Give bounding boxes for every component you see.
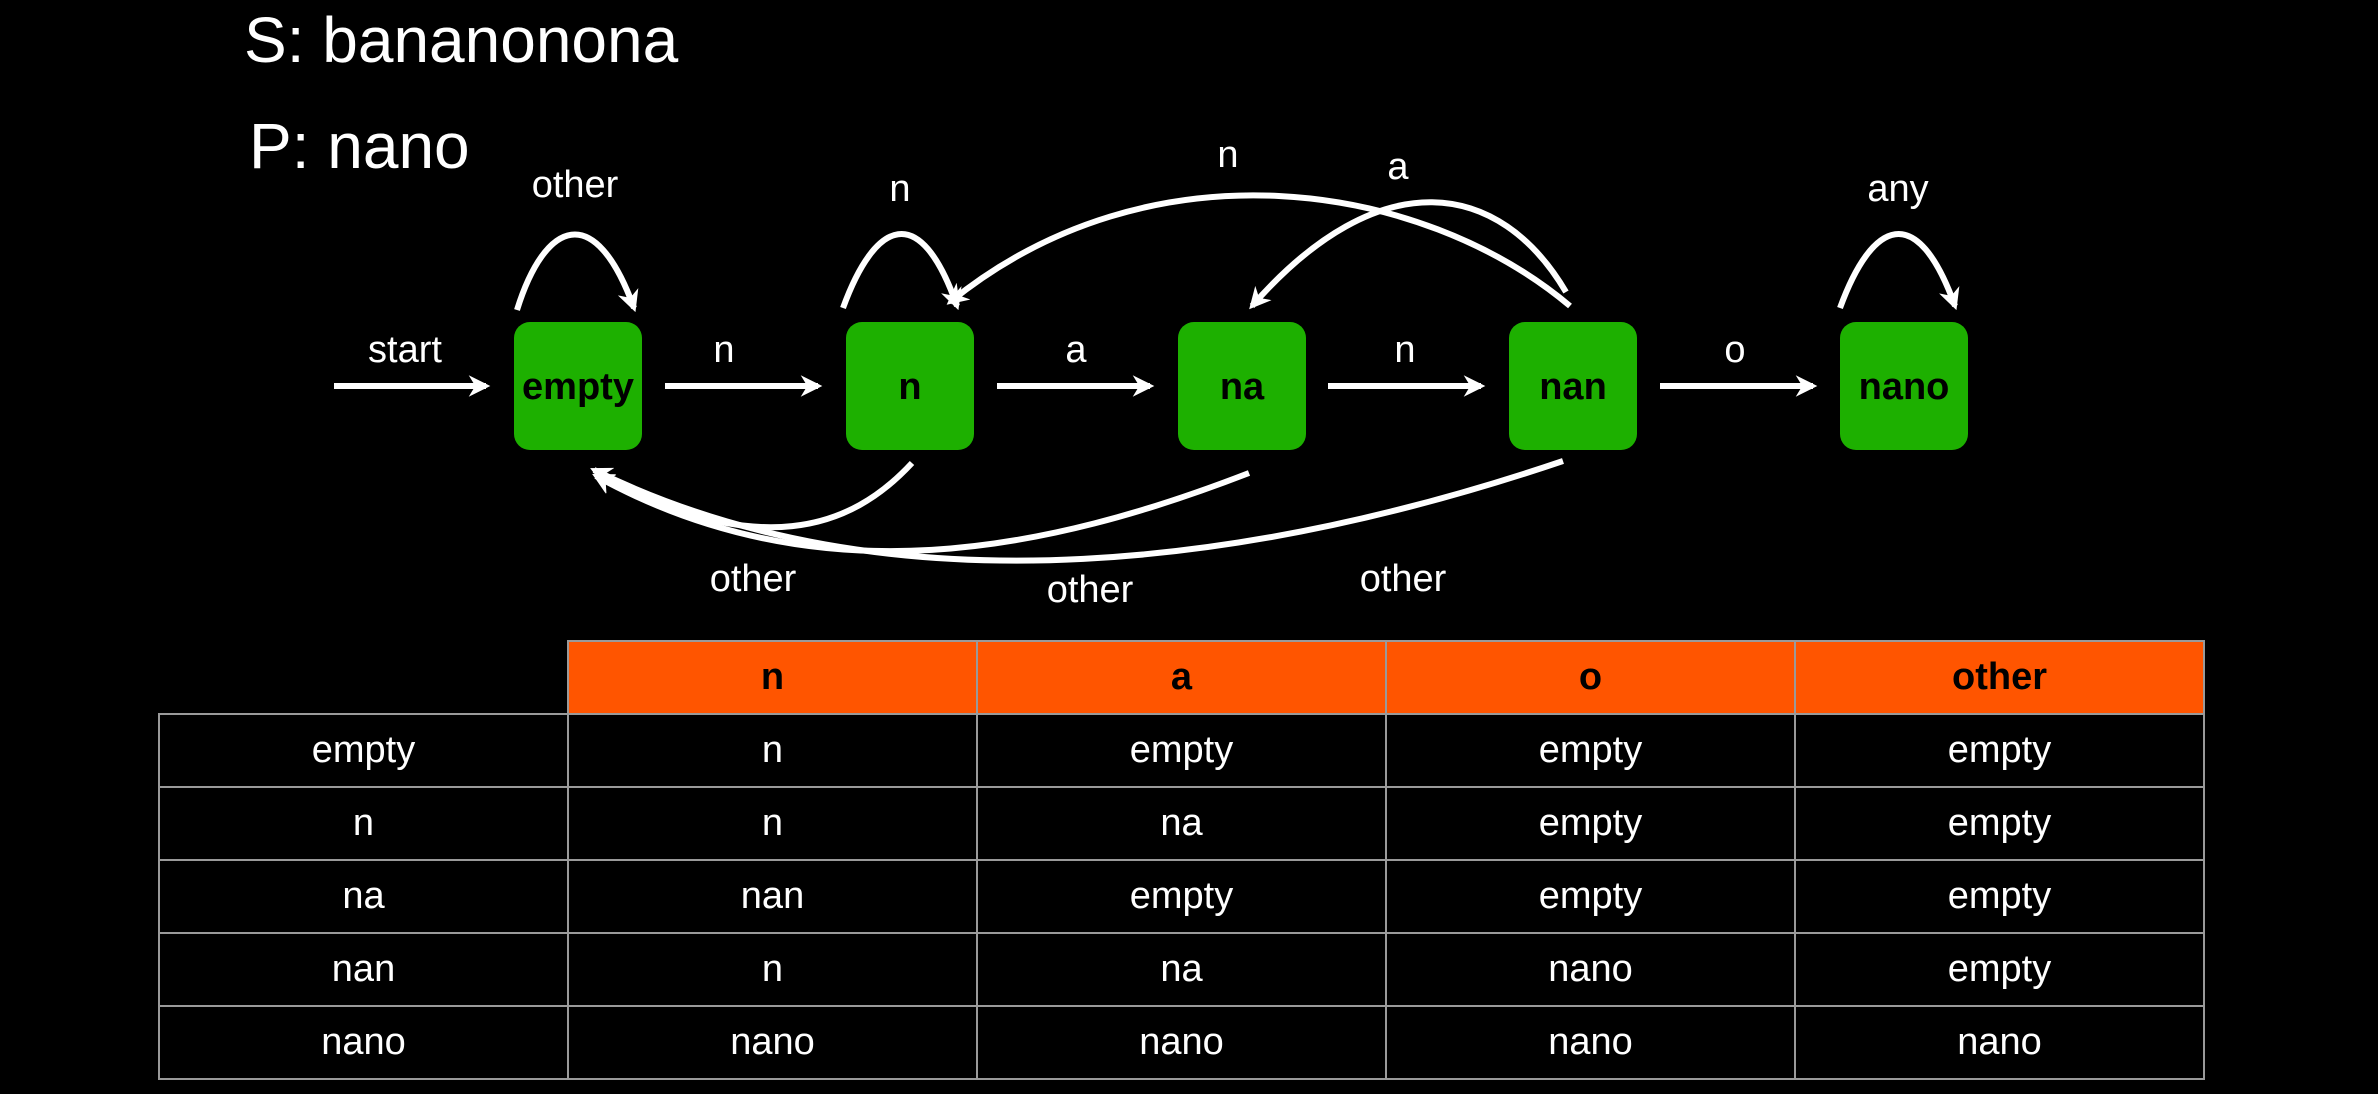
start-label: start: [368, 329, 442, 371]
column-header: o: [1385, 640, 1796, 715]
table-header-row: n a o other: [159, 640, 2205, 715]
table-cell: empty: [1794, 786, 2205, 861]
transition-label: n: [713, 329, 734, 371]
state-label: nan: [1539, 366, 1607, 408]
table-cell: nano: [1385, 932, 1796, 1007]
table-cell: nano: [567, 1005, 978, 1080]
transition-nan-to-na: a: [1249, 146, 1569, 310]
start-arrow: start: [334, 329, 491, 397]
state-node-empty: empty: [514, 322, 642, 450]
transition-label: other: [1360, 558, 1447, 600]
table-cell: na: [976, 932, 1387, 1007]
pattern-label: P: nano: [249, 110, 470, 182]
transition-nan-to-empty: other: [590, 458, 1564, 600]
self-loop-nano: any: [1837, 168, 1960, 311]
column-header: n: [567, 640, 978, 715]
self-loop-n: n: [840, 168, 962, 311]
row-state-cell: empty: [158, 713, 569, 788]
state-label: nano: [1859, 366, 1950, 408]
table-cell: n: [567, 786, 978, 861]
row-state-cell: nan: [158, 932, 569, 1007]
table-cell: nan: [567, 859, 978, 934]
transition-label: n: [889, 168, 910, 210]
table-cell: empty: [1794, 713, 2205, 788]
row-state-cell: na: [158, 859, 569, 934]
state-label: n: [898, 366, 921, 408]
table-cell: na: [976, 786, 1387, 861]
state-label: na: [1220, 366, 1265, 408]
table-cell: empty: [1794, 932, 2205, 1007]
table-cell: n: [567, 713, 978, 788]
state-node-na: na: [1178, 322, 1306, 450]
transition-table: n a o other empty n empty empty empty n …: [158, 640, 2205, 1080]
state-label: empty: [522, 366, 634, 408]
self-loop-empty: other: [514, 164, 639, 313]
transition-na-to-nan: n: [1328, 329, 1486, 397]
table-row: na nan empty empty empty: [158, 859, 2205, 934]
table-cell: empty: [1385, 859, 1796, 934]
transition-label: n: [1394, 329, 1415, 371]
transition-label: o: [1724, 329, 1745, 371]
transition-n-to-na: a: [997, 329, 1155, 397]
search-string-label: S: bananonona: [244, 4, 679, 76]
table-cell: empty: [976, 859, 1387, 934]
table-cell: empty: [1794, 859, 2205, 934]
row-state-cell: n: [158, 786, 569, 861]
table-cell: empty: [976, 713, 1387, 788]
row-state-cell: nano: [158, 1005, 569, 1080]
transition-label: other: [710, 558, 797, 600]
transition-label: n: [1217, 134, 1238, 176]
transition-label: other: [532, 164, 619, 206]
table-row: nan n na nano empty: [158, 932, 2205, 1007]
table-row: empty n empty empty empty: [158, 713, 2205, 788]
state-node-n: n: [846, 322, 974, 450]
table-cell: nano: [976, 1005, 1387, 1080]
transition-label: other: [1047, 569, 1134, 611]
transition-empty-to-n: n: [665, 329, 823, 397]
table-cell: empty: [1385, 713, 1796, 788]
transition-label: a: [1387, 146, 1409, 188]
table-row: nano nano nano nano nano: [158, 1005, 2205, 1080]
table-cell: empty: [1385, 786, 1796, 861]
state-node-nan: nan: [1509, 322, 1637, 450]
transition-nan-to-n: n: [946, 134, 1572, 309]
table-row: n n na empty empty: [158, 786, 2205, 861]
column-header: a: [976, 640, 1387, 715]
transition-nan-to-nano: o: [1660, 329, 1818, 397]
transition-label: any: [1867, 168, 1928, 210]
table-cell: n: [567, 932, 978, 1007]
transition-na-to-empty: other: [592, 470, 1251, 611]
column-header: other: [1794, 640, 2205, 715]
state-node-nano: nano: [1840, 322, 1968, 450]
transition-label: a: [1065, 329, 1087, 371]
table-corner-cell: [159, 641, 569, 715]
table-cell: nano: [1794, 1005, 2205, 1080]
table-cell: nano: [1385, 1005, 1796, 1080]
state-machine-diagram: start n a n o other n any n a othe: [334, 134, 1968, 611]
